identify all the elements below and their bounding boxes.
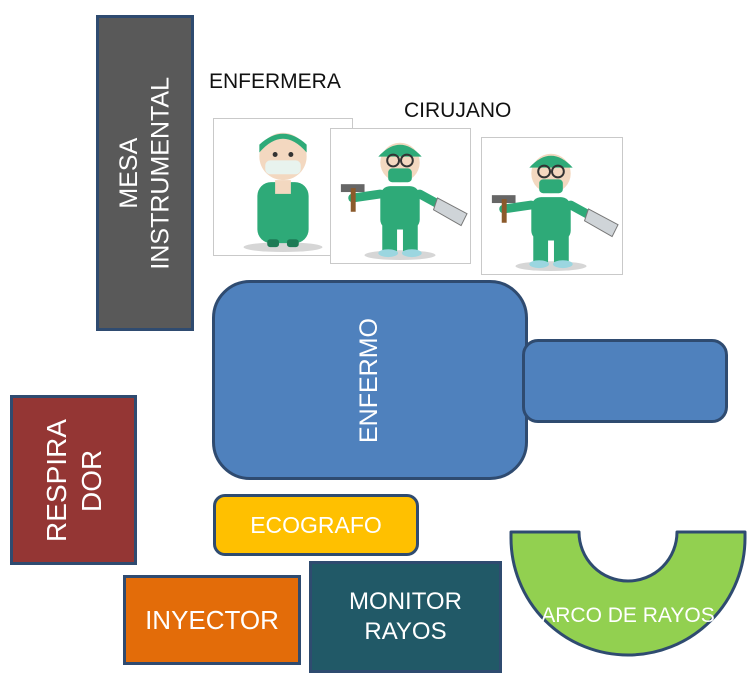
monitor-rayos-block: MONITOR RAYOS bbox=[309, 561, 502, 673]
arco-de-rayos-label: ARCO DE RAYOS bbox=[541, 604, 715, 627]
surgeon-picture-2 bbox=[481, 137, 623, 275]
ecografo-label: ECOGRAFO bbox=[250, 511, 382, 538]
surgeon-figure-icon bbox=[491, 153, 619, 272]
enfermo-label: ENFERMO bbox=[355, 317, 384, 443]
respirador-label: RESPIRA DOR bbox=[40, 418, 107, 542]
surgeon-picture-1 bbox=[330, 128, 471, 264]
mesa-instrumental-label: MESA INSTRUMENTAL bbox=[114, 76, 174, 270]
nurse-picture bbox=[213, 118, 353, 256]
enfermo-bed-extension bbox=[522, 339, 728, 423]
monitor-rayos-label: MONITOR RAYOS bbox=[349, 588, 462, 645]
inyector-label: INYECTOR bbox=[145, 604, 279, 635]
cirujano-label: CIRUJANO bbox=[404, 99, 512, 122]
nurse-figure-icon bbox=[243, 132, 323, 253]
respirador-block: RESPIRA DOR bbox=[10, 395, 137, 565]
inyector-block: INYECTOR bbox=[123, 575, 301, 665]
mesa-instrumental-block: MESA INSTRUMENTAL bbox=[96, 15, 194, 331]
surgeon-figure-icon bbox=[340, 142, 468, 261]
enfermo-block: ENFERMO bbox=[212, 280, 528, 480]
ecografo-block: ECOGRAFO bbox=[213, 494, 419, 556]
arco-de-rayos-shape bbox=[509, 530, 747, 657]
enfermera-label: ENFERMERA bbox=[209, 70, 341, 93]
